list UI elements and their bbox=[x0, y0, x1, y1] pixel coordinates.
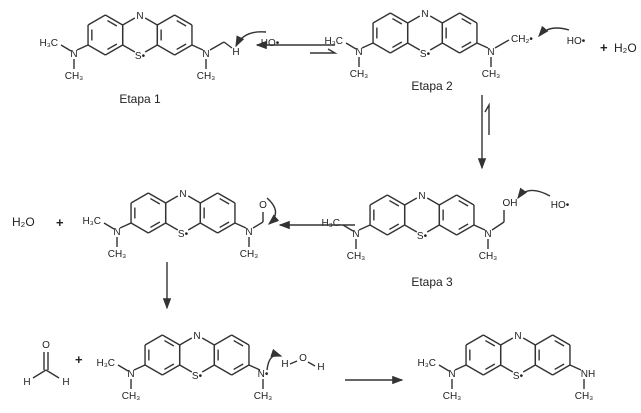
equilibrium-arrow-2-3 bbox=[477, 95, 490, 170]
atom-n: N bbox=[202, 49, 209, 60]
atom-ch3: CH₃ bbox=[122, 391, 141, 402]
atom-ch3: CH₃ bbox=[65, 71, 84, 82]
electron-arrow bbox=[235, 31, 267, 48]
atom-h3c: H₃C bbox=[39, 38, 58, 49]
atom-n: N bbox=[484, 229, 491, 240]
atom-ch3: CH₃ bbox=[482, 69, 501, 80]
electron-arrow bbox=[266, 348, 283, 371]
electron-arrow bbox=[517, 187, 551, 200]
atom-n: N bbox=[179, 189, 186, 200]
atom-ch3: CH₃ bbox=[240, 249, 259, 260]
atom-n: N bbox=[421, 9, 428, 20]
atom-H: H bbox=[23, 377, 30, 388]
electron-arrow bbox=[538, 25, 570, 38]
atom-n: N bbox=[113, 227, 120, 238]
atom-s_radical: S• bbox=[135, 51, 146, 62]
atom-o: O bbox=[259, 200, 267, 211]
atom-ch3: CH₃ bbox=[575, 391, 594, 402]
atom-ch3: CH₃ bbox=[254, 391, 273, 402]
atom-O: O bbox=[42, 340, 50, 351]
atom-h: H bbox=[317, 362, 324, 373]
atom-h: H bbox=[281, 359, 288, 370]
atom-n: N bbox=[514, 331, 521, 342]
plus-sign: + bbox=[75, 352, 83, 367]
atom-n: N bbox=[418, 191, 425, 202]
aminyl-radical: N S• N H₃C CH₃ N• CH₃ HOH bbox=[96, 331, 324, 402]
electron-arrow bbox=[266, 197, 280, 225]
atom-n: N bbox=[352, 229, 359, 240]
atom-s_radical: S• bbox=[178, 229, 189, 240]
atom-s_radical: S• bbox=[513, 371, 524, 382]
atom-ch3: CH₃ bbox=[350, 69, 369, 80]
atom-h3c: H₃C bbox=[321, 218, 340, 229]
atom-n: N bbox=[355, 47, 362, 58]
atom-h3c: H₃C bbox=[82, 216, 101, 227]
plus-sign: + bbox=[56, 215, 64, 230]
atom-ho_radical: HO• bbox=[551, 200, 570, 211]
hydroxyl-etapa-3: N S• N H₃C CH₃ N CH₃ OH HO• bbox=[321, 187, 570, 262]
label-etapa-2: Etapa 2 bbox=[411, 79, 453, 93]
atom-ho_radical: HO• bbox=[261, 38, 280, 49]
atom-oh: OH bbox=[503, 198, 518, 209]
atom-n: N bbox=[193, 331, 200, 342]
label-etapa-1: Etapa 1 bbox=[119, 92, 161, 106]
atom-s_radical: S• bbox=[192, 371, 203, 382]
atom-ch3: CH₃ bbox=[443, 391, 462, 402]
formaldehyde: O H H bbox=[23, 340, 69, 388]
alkoxy-intermediate: N S• N H₃C CH₃ N CH₃ O bbox=[82, 189, 280, 260]
demethylated-product: N S• N H₃C CH₃ NH CH₃ bbox=[417, 331, 595, 402]
atom-n: N bbox=[448, 369, 455, 380]
atom-h3c: H₃C bbox=[417, 358, 436, 369]
atom-ch3: CH₃ bbox=[197, 71, 216, 82]
atom-n: N bbox=[70, 49, 77, 60]
atom-ch3: CH₃ bbox=[347, 251, 366, 262]
atom-s_radical: S• bbox=[420, 49, 431, 60]
atom-n: N bbox=[245, 227, 252, 238]
plus-sign: + bbox=[600, 40, 608, 55]
water-product-1: H₂O bbox=[614, 41, 637, 55]
atom-h: H bbox=[232, 47, 239, 58]
atom-s_radical: S• bbox=[417, 231, 428, 242]
atom-n: N bbox=[487, 47, 494, 58]
atom-ch3: CH₃ bbox=[108, 249, 127, 260]
atom-ch2_radical: CH₂• bbox=[511, 34, 533, 45]
atom-h3c: H₃C bbox=[324, 36, 343, 47]
atom-o: O bbox=[299, 353, 307, 364]
atom-H: H bbox=[62, 377, 69, 388]
methylene-blue-etapa-1: N S• N H₃C CH₃ N CH₃ H HO• bbox=[39, 11, 279, 82]
equilibrium-arrow-1-2 bbox=[255, 40, 338, 54]
label-etapa-3: Etapa 3 bbox=[411, 275, 453, 289]
atom-n_radical: N• bbox=[258, 369, 269, 380]
atom-h3c: H₃C bbox=[96, 358, 115, 369]
atom-ho_radical: HO• bbox=[567, 36, 586, 47]
atom-n: N bbox=[136, 11, 143, 22]
atom-ch3: CH₃ bbox=[479, 251, 498, 262]
atom-n: N bbox=[127, 369, 134, 380]
atom-nh: NH bbox=[581, 369, 595, 380]
water-product-2: H₂O bbox=[12, 215, 35, 229]
radical-etapa-2: N S• N H₃C CH₃ N CH₃ CH₂• HO• bbox=[324, 9, 585, 80]
